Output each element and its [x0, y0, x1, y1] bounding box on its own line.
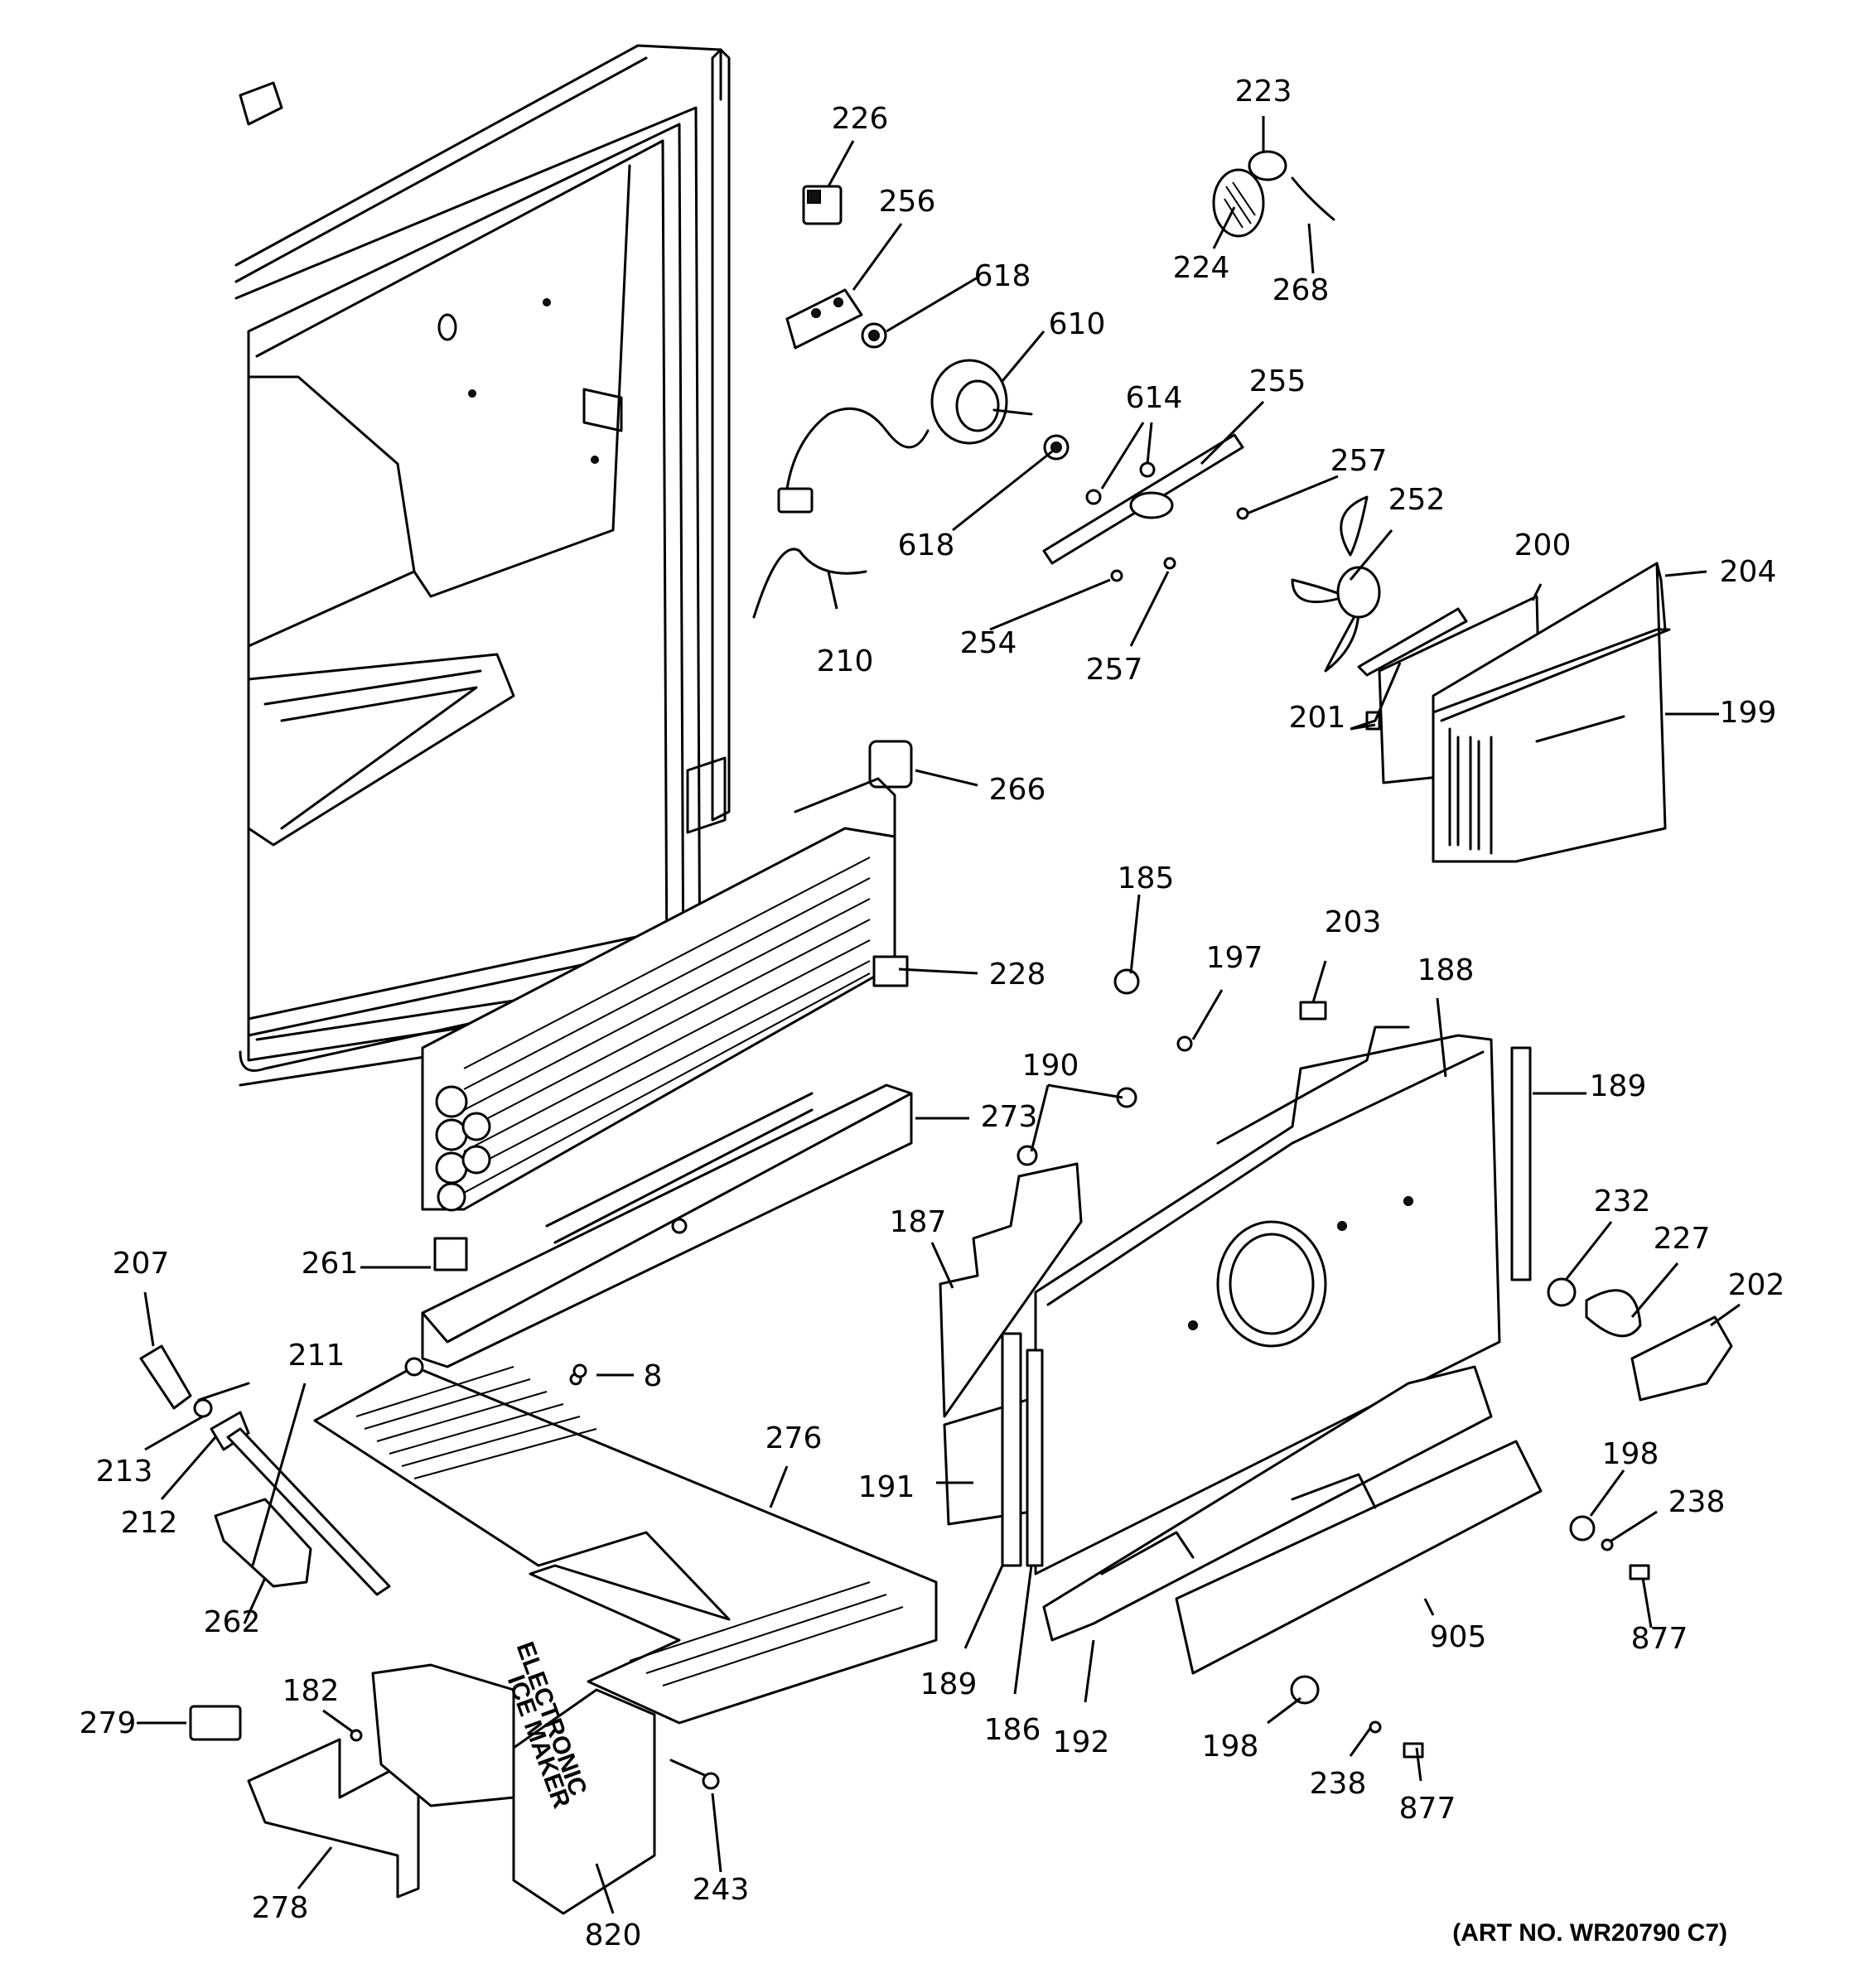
- callout-278: 278: [252, 1891, 309, 1925]
- callout-207: 207: [113, 1247, 170, 1281]
- callout-238-upper: 238: [1668, 1485, 1726, 1519]
- callout-223: 223: [1235, 75, 1292, 109]
- evaporator-228: [421, 777, 909, 1212]
- callout-618-upper: 618: [974, 259, 1031, 293]
- callout-228: 228: [989, 958, 1046, 992]
- callout-261: 261: [302, 1247, 359, 1281]
- callout-189-left: 189: [920, 1667, 978, 1701]
- drain-pan-273: [421, 1083, 913, 1368]
- grommet-618-lower: [1043, 434, 1070, 461]
- callout-905: 905: [1430, 1620, 1487, 1654]
- ice-parts-207-213-212-211: [139, 1344, 391, 1596]
- callout-224: 224: [1173, 251, 1230, 285]
- bracket-256: [785, 288, 863, 350]
- seal-186: [1026, 1349, 1044, 1567]
- switch-279: [189, 1705, 242, 1741]
- small-parts-right: [1017, 968, 1733, 1759]
- callout-189-right: 189: [1590, 1069, 1647, 1103]
- callout-191: 191: [858, 1470, 915, 1504]
- callout-213: 213: [96, 1455, 153, 1489]
- ice-maker-820: ELECTRONIC ICE MAKER: [371, 1638, 656, 1915]
- tray-262: [214, 1498, 312, 1588]
- callout-182: 182: [282, 1674, 340, 1708]
- callout-877-lower: 877: [1399, 1792, 1456, 1826]
- callout-243: 243: [693, 1873, 750, 1907]
- callout-190: 190: [1022, 1049, 1079, 1083]
- fan-motor-610: [777, 359, 1033, 514]
- callout-256: 256: [879, 185, 936, 219]
- light-cover-223-224-268: [1212, 150, 1335, 238]
- callout-198-lower: 198: [1202, 1730, 1259, 1764]
- thermostat-266: [868, 740, 913, 789]
- callout-877-upper: 877: [1631, 1622, 1688, 1656]
- callout-212: 212: [121, 1506, 178, 1540]
- duct-905-192: [1042, 1365, 1543, 1675]
- screws-182-243-8: [350, 1363, 720, 1790]
- callout-201: 201: [1289, 701, 1346, 735]
- callout-266: 266: [989, 773, 1046, 807]
- callout-254: 254: [960, 626, 1017, 660]
- fan-bracket-255: [1042, 433, 1244, 565]
- callout-276: 276: [765, 1421, 823, 1455]
- leader-lines: [137, 116, 1741, 1914]
- callout-610: 610: [1049, 307, 1106, 341]
- callout-202: 202: [1728, 1268, 1785, 1302]
- defrost-timer-226: [802, 185, 843, 225]
- seal-189-left: [1001, 1332, 1022, 1567]
- callout-204: 204: [1720, 555, 1777, 589]
- callout-614: 614: [1126, 381, 1183, 415]
- callout-187: 187: [890, 1205, 947, 1239]
- grille-276: [313, 1357, 938, 1725]
- callout-257-lower: 257: [1086, 653, 1143, 687]
- callout-210: 210: [817, 644, 874, 678]
- callout-279: 279: [80, 1706, 137, 1740]
- callout-820: 820: [585, 1918, 642, 1952]
- art-number: (ART NO. WR20790 C7): [1452, 1919, 1727, 1947]
- callout-257-upper: 257: [1330, 444, 1388, 478]
- callout-268: 268: [1272, 273, 1330, 307]
- callout-252: 252: [1388, 483, 1446, 517]
- callout-8: 8: [644, 1359, 663, 1393]
- callout-232: 232: [1594, 1185, 1651, 1218]
- callout-238-lower: 238: [1310, 1767, 1367, 1801]
- callout-192: 192: [1053, 1725, 1110, 1759]
- heater-261: [433, 1237, 468, 1271]
- callout-226: 226: [832, 102, 889, 136]
- callout-203: 203: [1325, 905, 1382, 939]
- evaporator-cover-199-200-204: [1357, 562, 1671, 863]
- callout-188: 188: [1417, 953, 1475, 987]
- grommet-618-upper: [861, 322, 887, 349]
- seal-189-right: [1510, 1046, 1532, 1281]
- callout-200: 200: [1514, 528, 1572, 562]
- bracket-278: [247, 1738, 420, 1899]
- freezer-liner: [234, 44, 731, 1087]
- callout-labels: 226 256 618 610 618 210 614 255 257 252 …: [80, 75, 1785, 1952]
- callout-255: 255: [1249, 364, 1306, 398]
- callout-185: 185: [1118, 861, 1175, 895]
- callout-186: 186: [984, 1713, 1041, 1747]
- callout-262: 262: [204, 1605, 261, 1639]
- callout-198-upper: 198: [1602, 1437, 1659, 1471]
- callout-618-lower: 618: [898, 528, 955, 562]
- callout-273: 273: [981, 1100, 1038, 1134]
- fan-blade-252: [1291, 495, 1381, 673]
- evaporator-back-188: [1034, 1025, 1501, 1575]
- wire-harness-210: [752, 548, 867, 619]
- callout-227: 227: [1654, 1222, 1711, 1256]
- callout-211: 211: [288, 1339, 345, 1373]
- callout-199: 199: [1720, 696, 1777, 730]
- callout-197: 197: [1206, 941, 1263, 975]
